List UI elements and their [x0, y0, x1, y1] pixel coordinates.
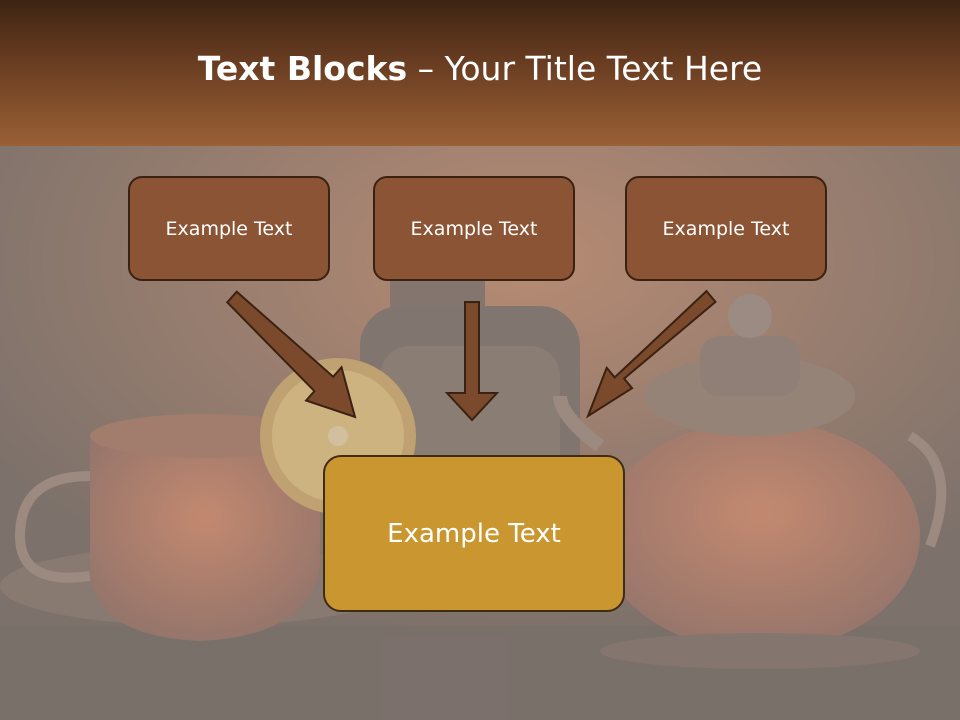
slide-title-rest: – Your Title Text Here — [407, 48, 763, 88]
slide-title-bold: Text Blocks — [197, 48, 408, 88]
text-block-top-right: Example Text — [625, 176, 827, 281]
text-block-top-middle: Example Text — [373, 176, 575, 281]
arrow-middle — [444, 301, 500, 422]
arrow-right — [585, 289, 717, 419]
slide-title: Text Blocks – Your Title Text Here — [198, 49, 762, 88]
title-bar: Text Blocks – Your Title Text Here — [0, 0, 960, 146]
text-block-center: Example Text — [323, 455, 625, 612]
arrow-left — [225, 290, 357, 419]
text-block-top-left: Example Text — [128, 176, 330, 281]
